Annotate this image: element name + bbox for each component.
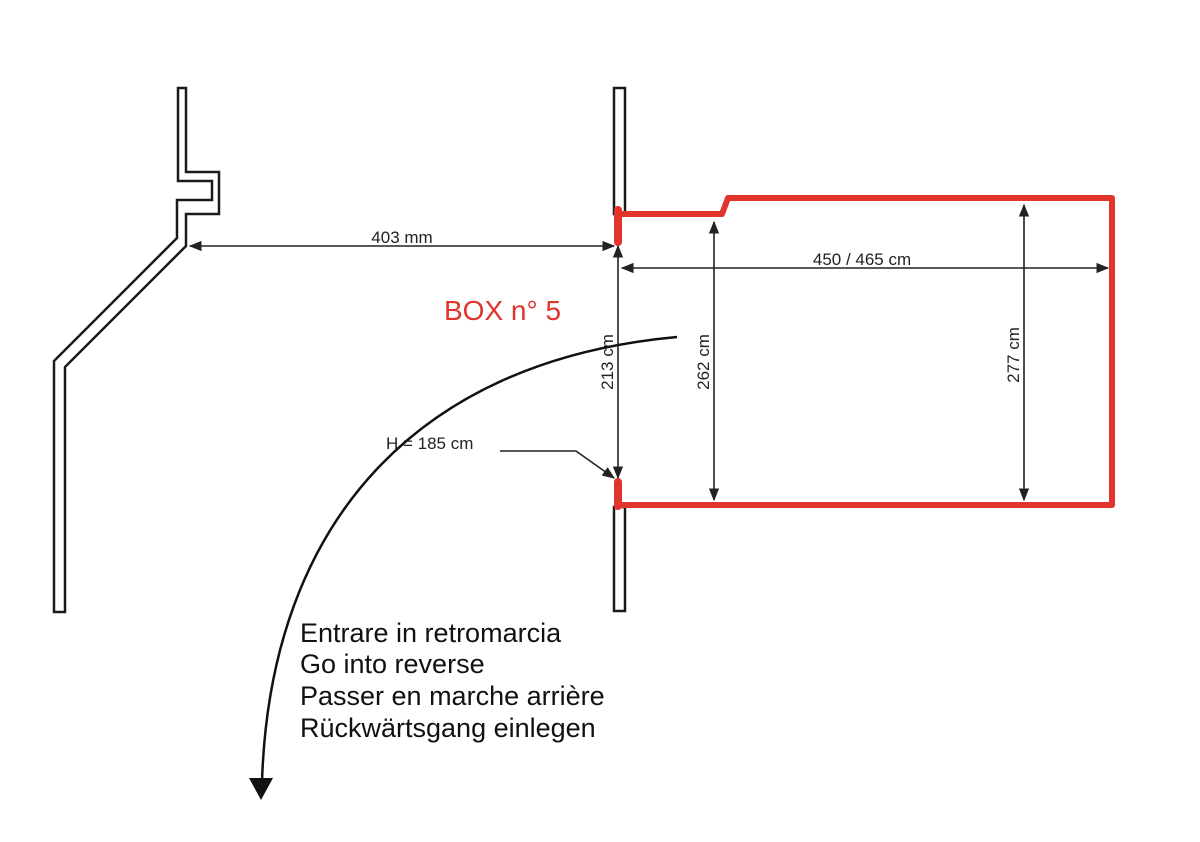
dimension-lines xyxy=(188,203,1110,502)
box-outline xyxy=(614,195,1115,510)
instruction-line: Passer en marche arrière xyxy=(300,681,605,711)
label-door-height: H = 185 cm xyxy=(386,434,473,453)
reverse-path-arrowhead xyxy=(249,778,273,800)
box-label: BOX n° 5 xyxy=(444,295,561,326)
instruction-line: Go into reverse xyxy=(300,649,485,679)
left-wall xyxy=(52,86,221,614)
label-door-width: 213 cm xyxy=(598,334,617,390)
door-post-top xyxy=(612,86,627,216)
label-outer-width: 277 cm xyxy=(1004,327,1023,383)
door-post-bottom xyxy=(612,505,627,613)
reverse-path-curve xyxy=(260,335,678,783)
leader-door-height xyxy=(500,450,616,479)
instruction-line: Rückwärtsgang einlegen xyxy=(300,713,596,743)
box-top-edge xyxy=(615,195,1115,508)
instruction-line: Entrare in retromarcia xyxy=(300,618,562,648)
instructions: Entrare in retromarcia Go into reverse P… xyxy=(300,618,605,743)
curved-arrow-icon xyxy=(249,335,678,800)
label-inner-width: 262 cm xyxy=(694,334,713,390)
label-opening-width: 403 mm xyxy=(371,228,432,247)
label-length: 450 / 465 cm xyxy=(813,250,911,269)
